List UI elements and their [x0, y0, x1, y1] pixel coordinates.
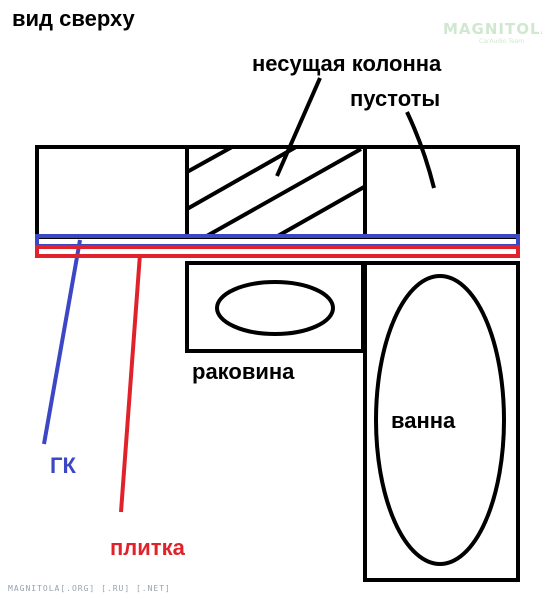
- diagram-title: вид сверху: [12, 6, 135, 31]
- voids-label: пустоты: [350, 86, 441, 111]
- sink-label: раковина: [192, 359, 295, 384]
- bathtub-outline: [363, 261, 520, 582]
- gk-label: ГК: [50, 453, 76, 478]
- sink-cabinet: [185, 261, 365, 353]
- bath-label: ванна: [391, 408, 456, 433]
- watermark-sub-text: CarAudio Team: [479, 38, 525, 45]
- bathtub-basin: [374, 274, 506, 566]
- column-leader-line: [275, 77, 322, 177]
- tile-layer: [35, 245, 520, 258]
- tile-label: плитка: [110, 535, 185, 560]
- tile-leader-line: [119, 253, 142, 513]
- gk-leader-line: [42, 239, 82, 445]
- footer-watermark: MAGNITOLA[.ORG] [.RU] [.NET]: [8, 584, 171, 593]
- column-label: несущая колонна: [252, 51, 442, 76]
- gk-layer: [35, 234, 520, 248]
- watermark-main-text: MAGNITOLA: [443, 20, 542, 38]
- watermark-logo: MAGNITOLA CarAudio Team: [443, 20, 542, 50]
- wall-strip: [35, 145, 520, 239]
- sink-bowl: [215, 280, 335, 336]
- voids-leader-line: [405, 111, 436, 189]
- column-hatching: [186, 145, 365, 239]
